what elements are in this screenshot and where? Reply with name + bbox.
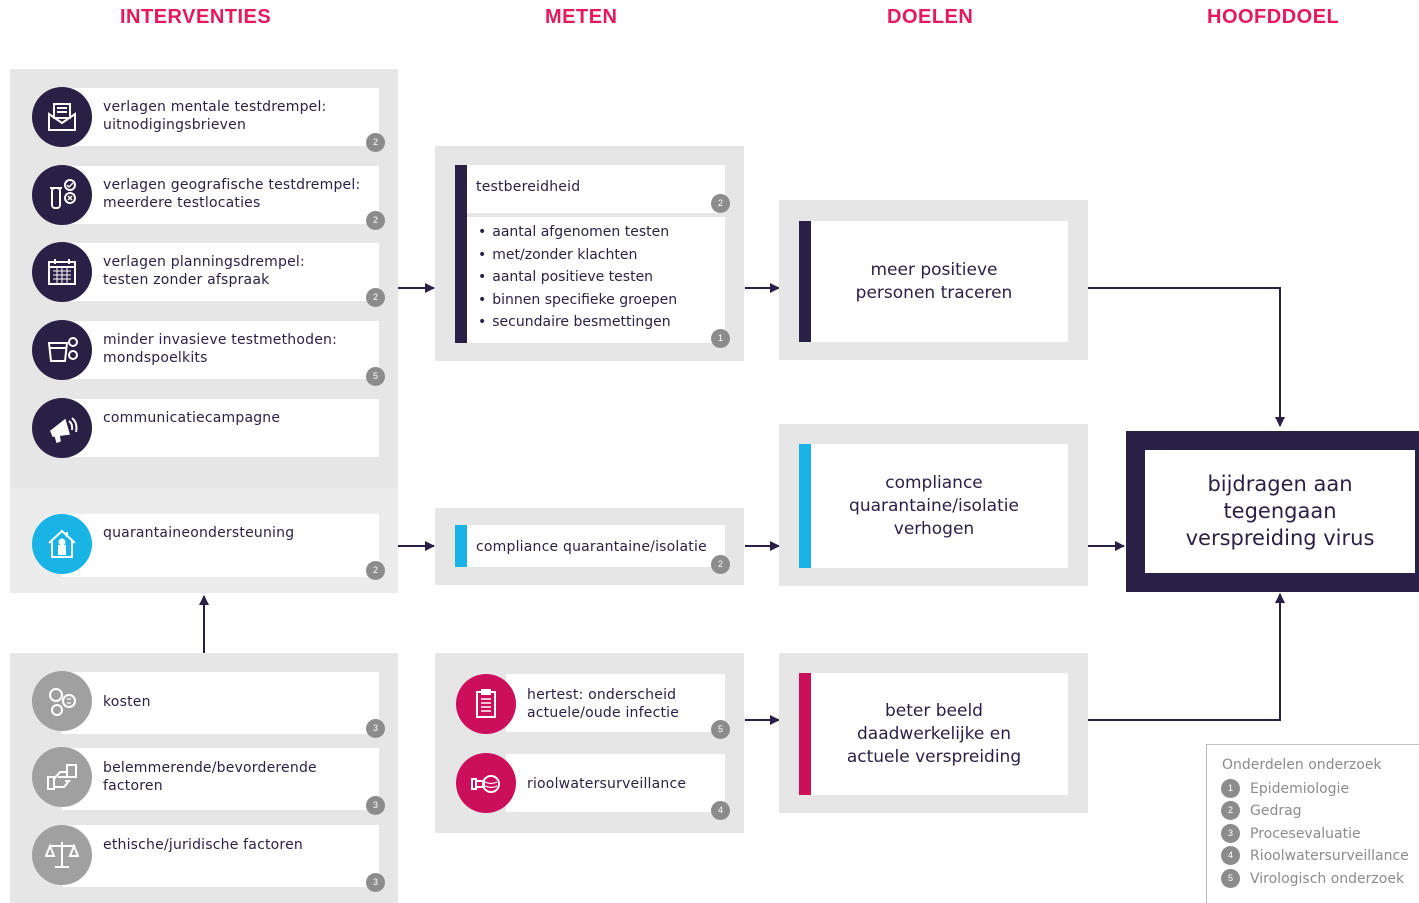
legend-badge: 2	[1221, 801, 1240, 820]
factor-label: ethische/juridische factoren	[103, 837, 303, 853]
accent-bar-navy	[799, 221, 811, 342]
testbereidheid-bullet-list: aantal afgenomen testen met/zonder klach…	[478, 221, 677, 334]
accent-bar-cyan	[799, 444, 811, 568]
test-tube-locations-icon	[32, 165, 92, 225]
legend-item: 2 Gedrag	[1221, 801, 1302, 820]
bullet-item: aantal positieve testen	[478, 266, 677, 289]
legend-label: Procesevaluatie	[1250, 825, 1361, 842]
calendar-icon	[32, 242, 92, 302]
intervention-label: minder invasieve testmethoden:mondspoelk…	[103, 332, 338, 366]
research-badge: 2	[366, 211, 385, 230]
intervention-card	[62, 321, 379, 379]
sewer-pipe-icon	[456, 753, 516, 813]
factor-label: kosten	[103, 694, 151, 710]
legend-label: Gedrag	[1250, 802, 1302, 819]
compliance-measure-card	[467, 525, 725, 567]
quarantine-label: quarantaineondersteuning	[103, 525, 295, 541]
legend-badge: 5	[1221, 869, 1240, 888]
factor-card	[62, 825, 379, 887]
legend-item: 1 Epidemiologie	[1221, 779, 1349, 798]
compliance-measure-label: compliance quarantaine/isolatie	[476, 539, 707, 555]
intervention-label: verlagen geografische testdrempel:meerde…	[103, 177, 361, 211]
house-person-icon	[32, 514, 92, 574]
legend-item: 5 Virologisch onderzoek	[1221, 869, 1404, 888]
legend-item: 3 Procesevaluatie	[1221, 824, 1361, 843]
legend-label: Rioolwatersurveillance	[1250, 847, 1409, 864]
legend-item: 4 Rioolwatersurveillance	[1221, 846, 1409, 865]
factor-card	[62, 672, 379, 734]
legend-box	[1206, 744, 1419, 903]
legend-title: Onderdelen onderzoek	[1222, 757, 1382, 773]
research-badge: 2	[366, 288, 385, 307]
intervention-card	[62, 243, 379, 301]
intervention-label: verlagen planningsdrempel:testen zonder …	[103, 254, 305, 288]
arrow-goal3-to-main	[1088, 593, 1285, 721]
header-hoofddoel: HOOFDDOEL	[1207, 6, 1340, 28]
research-badge: 3	[366, 719, 385, 738]
bullet-item: secundaire besmettingen	[478, 311, 677, 334]
legend-badge: 4	[1221, 846, 1240, 865]
testbereidheid-title-card	[467, 165, 725, 213]
legend-badge: 3	[1221, 824, 1240, 843]
research-badge: 2	[711, 555, 730, 574]
goal1-card	[810, 221, 1068, 342]
research-badge: 2	[366, 133, 385, 152]
arrow-goal1-to-main	[1088, 287, 1285, 427]
accent-bar-cyan	[455, 525, 467, 567]
intervention-card	[62, 399, 379, 457]
legend-label: Virologisch onderzoek	[1250, 870, 1405, 887]
clipboard-icon	[456, 674, 516, 734]
handshake-icon	[32, 747, 92, 807]
cup-icon	[32, 320, 92, 380]
bullet-item: aantal afgenomen testen	[478, 221, 677, 244]
research-badge: 5	[366, 367, 385, 386]
header-interventies: INTERVENTIES	[120, 6, 272, 28]
research-badge: 5	[711, 720, 730, 739]
megaphone-icon	[32, 398, 92, 458]
header-meten: METEN	[545, 6, 618, 28]
bullet-item: binnen specifieke groepen	[478, 289, 677, 312]
riool-card	[506, 754, 725, 812]
research-badge: 2	[711, 194, 730, 213]
testbereidheid-title: testbereidheid	[476, 179, 581, 195]
goal2-card	[810, 444, 1068, 568]
legend-badge: 1	[1221, 779, 1240, 798]
research-badge: 3	[366, 796, 385, 815]
bullet-item: met/zonder klachten	[478, 244, 677, 267]
coins-icon	[32, 671, 92, 731]
intervention-label: verlagen mentale testdrempel:uitnodiging…	[103, 99, 327, 133]
envelope-letter-icon	[32, 87, 92, 147]
quarantine-card	[62, 514, 379, 577]
research-badge: 2	[366, 561, 385, 580]
intervention-label: communicatiecampagne	[103, 410, 281, 426]
research-badge: 1	[711, 329, 730, 348]
accent-bar-navy	[455, 165, 467, 343]
goal3-card	[810, 673, 1068, 795]
riool-label: rioolwatersurveillance	[527, 776, 687, 792]
scales-icon	[32, 825, 92, 885]
hertest-card	[506, 674, 725, 732]
main-goal-card	[1145, 450, 1415, 573]
factor-card	[62, 748, 379, 810]
accent-bar-magenta	[799, 673, 811, 795]
intervention-card	[62, 88, 379, 146]
research-badge: 3	[366, 873, 385, 892]
header-doelen: DOELEN	[887, 6, 974, 28]
research-badge: 4	[711, 801, 730, 820]
intervention-card	[62, 166, 379, 224]
legend-label: Epidemiologie	[1250, 780, 1350, 797]
